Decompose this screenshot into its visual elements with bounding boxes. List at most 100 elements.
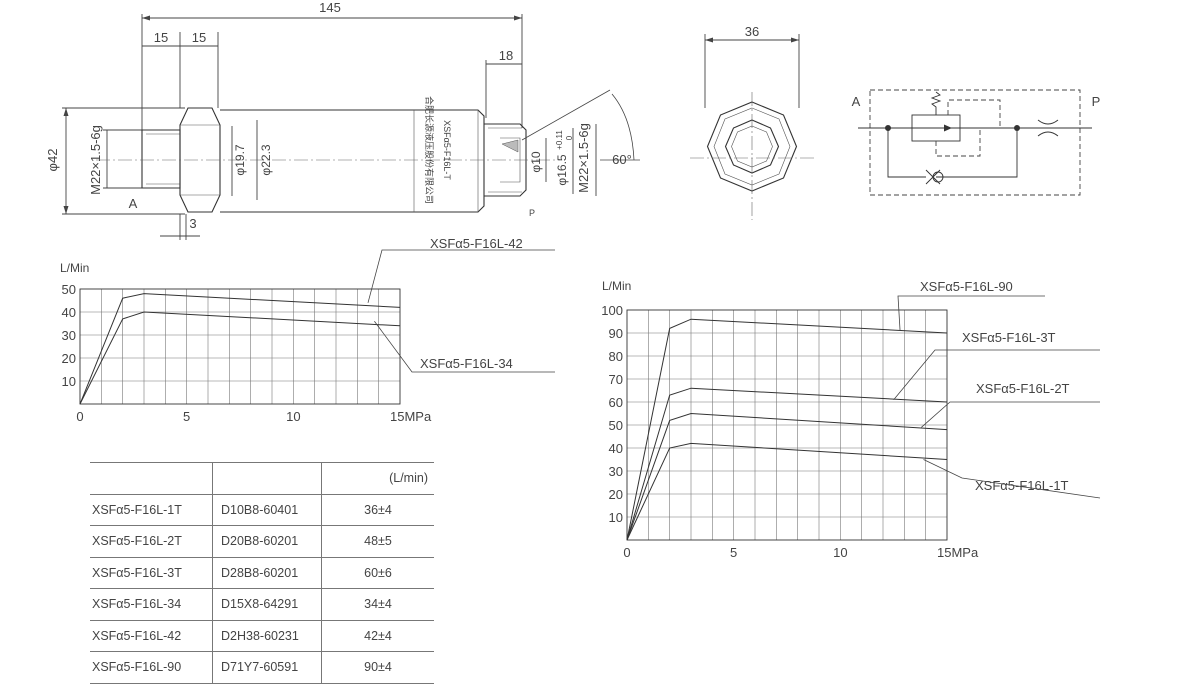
series-line-1 bbox=[79, 293, 401, 405]
table-header-row: (L/min) bbox=[90, 462, 434, 495]
dim-phi22-3: φ22.3 bbox=[259, 144, 273, 175]
model-cell: XSFα5-F16L-34 bbox=[90, 588, 213, 621]
y-tick-label: 30 bbox=[609, 464, 623, 479]
model-cell: XSFα5-F16L-2T bbox=[90, 525, 213, 558]
dim-15-right: 15 bbox=[192, 30, 206, 45]
valve-side-view: 145 15 15 18 φ42 M22×1.5-6g φ19.7 φ22.3 … bbox=[45, 0, 640, 240]
series-line-1 bbox=[626, 318, 948, 541]
series-leader-line bbox=[921, 401, 1100, 428]
dim-thread-right: M22×1.5-6g bbox=[576, 123, 591, 193]
flow-cell: 42±4 bbox=[321, 620, 434, 652]
x-tick-label: 10 bbox=[286, 409, 300, 424]
model-cell: XSFα5-F16L-90 bbox=[90, 651, 213, 684]
series-line-2 bbox=[626, 387, 948, 541]
x-tick-label: 5 bbox=[183, 409, 190, 424]
table-header-cell bbox=[212, 462, 322, 495]
dim-tol-lower: 0 bbox=[565, 135, 574, 140]
body-model-text: XSFα5-F16L-T bbox=[442, 120, 452, 180]
x-tick-label: 15MPa bbox=[390, 409, 432, 424]
model-cell: XSFα5-F16L-42 bbox=[90, 620, 213, 652]
y-tick-label: 100 bbox=[601, 303, 623, 318]
series-line-3 bbox=[626, 412, 948, 541]
flow-cell: 34±4 bbox=[321, 588, 434, 621]
y-tick-label: 50 bbox=[62, 282, 76, 297]
model-cell: XSFα5-F16L-1T bbox=[90, 494, 213, 526]
code-cell: D20B8-60201 bbox=[212, 525, 322, 558]
x-tick-label: 15MPa bbox=[937, 545, 979, 560]
dim-phi16-5: φ16.5 bbox=[555, 154, 569, 185]
x-tick-label: 10 bbox=[833, 545, 847, 560]
y-tick-label: 90 bbox=[609, 326, 623, 341]
body-company-text: 合肥长源液压股份有限公司 bbox=[424, 96, 435, 204]
dim-phi19-7: φ19.7 bbox=[233, 144, 247, 175]
table-header-cell bbox=[90, 462, 213, 495]
port-a-label: A bbox=[129, 196, 138, 211]
large-series-label-90: XSFα5-F16L-90 bbox=[920, 279, 1013, 294]
flow-cell: 48±5 bbox=[321, 525, 434, 558]
series-leader-line bbox=[374, 320, 555, 373]
model-cell: XSFα5-F16L-3T bbox=[90, 557, 213, 589]
y-tick-label: 10 bbox=[62, 374, 76, 389]
small-y-unit: L/Min bbox=[60, 261, 89, 275]
series-leader-line bbox=[893, 349, 1100, 400]
code-cell: D10B8-60401 bbox=[212, 494, 322, 526]
flow-cell: 90±4 bbox=[321, 651, 434, 684]
hydraulic-symbol: A P bbox=[852, 89, 1101, 196]
series-line-4 bbox=[626, 442, 948, 541]
y-tick-label: 50 bbox=[609, 418, 623, 433]
large-series-label-1t: XSFα5-F16L-1T bbox=[975, 478, 1069, 493]
series-leader-line bbox=[367, 249, 555, 303]
x-tick-label: 5 bbox=[730, 545, 737, 560]
valve-end-view: 36 bbox=[690, 24, 814, 220]
flow-cell: 36±4 bbox=[321, 494, 434, 526]
symbol-port-a: A bbox=[852, 94, 861, 109]
code-cell: D15X8-64291 bbox=[212, 588, 322, 621]
y-tick-label: 10 bbox=[609, 510, 623, 525]
dim-thread-left: M22×1.5-6g bbox=[88, 125, 103, 195]
y-tick-label: 20 bbox=[62, 351, 76, 366]
code-cell: D71Y7-60591 bbox=[212, 651, 322, 684]
x-tick-label: 0 bbox=[623, 545, 630, 560]
dim-tol-upper: +0.11 bbox=[555, 130, 564, 150]
dim-145: 145 bbox=[319, 0, 341, 15]
symbol-port-p: P bbox=[1092, 94, 1101, 109]
x-tick-label: 0 bbox=[76, 409, 83, 424]
y-tick-label: 60 bbox=[609, 395, 623, 410]
y-tick-label: 70 bbox=[609, 372, 623, 387]
large-series-label-3t: XSFα5-F16L-3T bbox=[962, 330, 1056, 345]
port-p-label: P bbox=[529, 208, 535, 218]
plot-frame bbox=[79, 288, 401, 405]
large-series-label-2t: XSFα5-F16L-2T bbox=[976, 381, 1070, 396]
large-y-unit: L/Min bbox=[602, 279, 631, 293]
flow-cell: 60±6 bbox=[321, 557, 434, 589]
y-tick-label: 30 bbox=[62, 328, 76, 343]
dim-phi42: φ42 bbox=[45, 149, 60, 172]
dim-angle-60: 60° bbox=[612, 152, 632, 167]
plot-frame bbox=[626, 309, 948, 541]
dim-phi10: φ10 bbox=[529, 151, 543, 172]
table-header-unit: (L/min) bbox=[321, 462, 434, 495]
small-series-label-42: XSFα5-F16L-42 bbox=[430, 236, 523, 251]
y-tick-label: 40 bbox=[62, 305, 76, 320]
dim-15-left: 15 bbox=[154, 30, 168, 45]
dim-3: 3 bbox=[189, 216, 196, 231]
y-tick-label: 40 bbox=[609, 441, 623, 456]
y-tick-label: 80 bbox=[609, 349, 623, 364]
code-cell: D2H38-60231 bbox=[212, 620, 322, 652]
series-line-2 bbox=[79, 311, 401, 405]
small-series-label-34: XSFα5-F16L-34 bbox=[420, 356, 513, 371]
series-leader-line bbox=[923, 459, 1101, 499]
series-leader-line bbox=[897, 295, 1045, 331]
code-cell: D28B8-60201 bbox=[212, 557, 322, 589]
y-tick-label: 20 bbox=[609, 487, 623, 502]
dim-18: 18 bbox=[499, 48, 513, 63]
dim-36: 36 bbox=[745, 24, 759, 39]
